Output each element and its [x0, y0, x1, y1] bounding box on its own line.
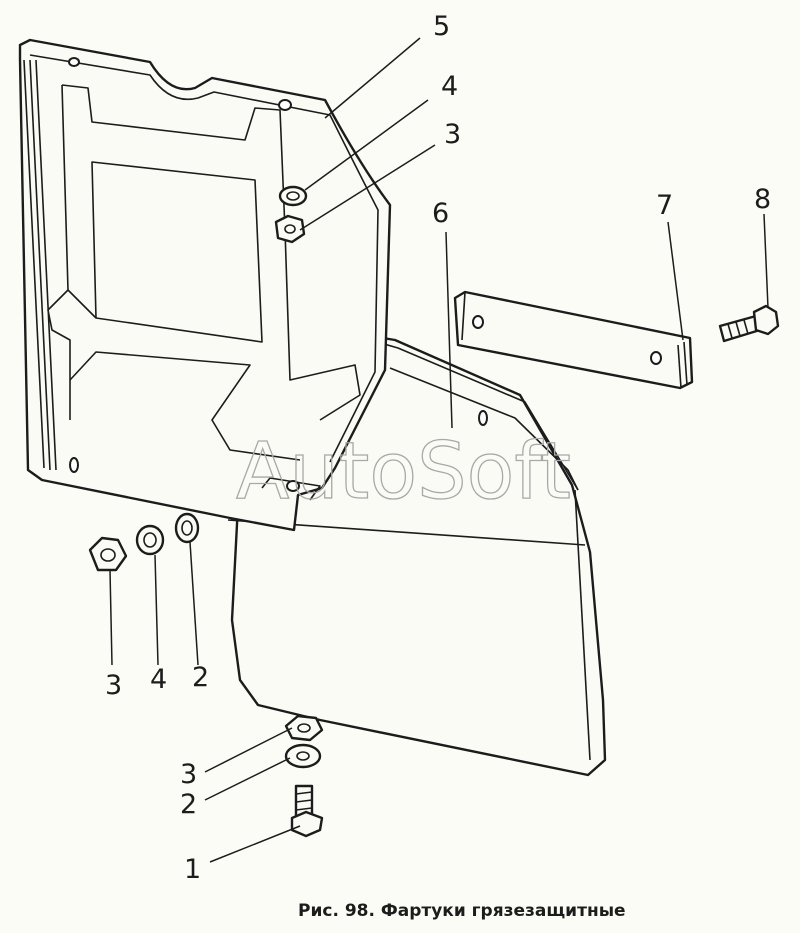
leader-5: [324, 37, 421, 119]
callout-8: 8: [754, 184, 771, 215]
left-nut-part-3: [88, 536, 128, 572]
callout-3-top: 3: [444, 119, 461, 150]
leader-left-3: [109, 569, 113, 666]
leader-left-2: [189, 541, 199, 666]
callout-3-left: 3: [105, 670, 122, 701]
bottom-washer-part-2: [284, 743, 322, 769]
callout-4-left: 4: [150, 664, 167, 695]
callout-3-bottom: 3: [180, 759, 197, 790]
figure-caption: Рис. 98. Фартуки грязезащитные: [298, 901, 626, 921]
bracket-hole-bottom-left: [69, 457, 79, 473]
leader-8: [763, 213, 769, 309]
leader-4-top: [304, 99, 429, 191]
leader-2-bottom: [204, 757, 291, 801]
bracket-hole-top-right: [278, 99, 292, 111]
left-lock-washer-part-4: [135, 524, 165, 556]
callout-2-left: 2: [192, 662, 209, 693]
callout-1: 1: [184, 854, 201, 885]
leader-1: [209, 825, 301, 863]
bracket-lug-hole: [286, 480, 300, 492]
strip-hole-right: [650, 351, 662, 365]
callout-6: 6: [432, 198, 449, 229]
upper-nut-part-3: [274, 214, 306, 244]
bracket-part-5: [18, 38, 392, 532]
leader-left-4: [154, 554, 159, 666]
strip-hole-left: [472, 315, 484, 329]
callout-4-top: 4: [441, 71, 458, 102]
leader-7: [667, 221, 684, 341]
callout-7: 7: [656, 190, 673, 221]
bottom-bolt-part-1: [290, 784, 324, 838]
leader-6: [445, 231, 453, 429]
callout-2-bottom: 2: [180, 789, 197, 820]
upper-lock-washer-part-4: [278, 185, 308, 207]
callout-5: 5: [433, 11, 450, 42]
bracket-hole-top-left: [68, 57, 80, 67]
bottom-nut-part-3: [284, 714, 324, 742]
strip-part-7: [453, 290, 694, 390]
watermark: AutoSoft: [236, 427, 571, 517]
leader-3-top: [299, 144, 436, 231]
bolt-part-8: [718, 304, 780, 343]
flap-mount-hole: [478, 410, 488, 426]
leader-3-bottom: [204, 727, 293, 773]
left-washer-part-2: [174, 512, 200, 544]
